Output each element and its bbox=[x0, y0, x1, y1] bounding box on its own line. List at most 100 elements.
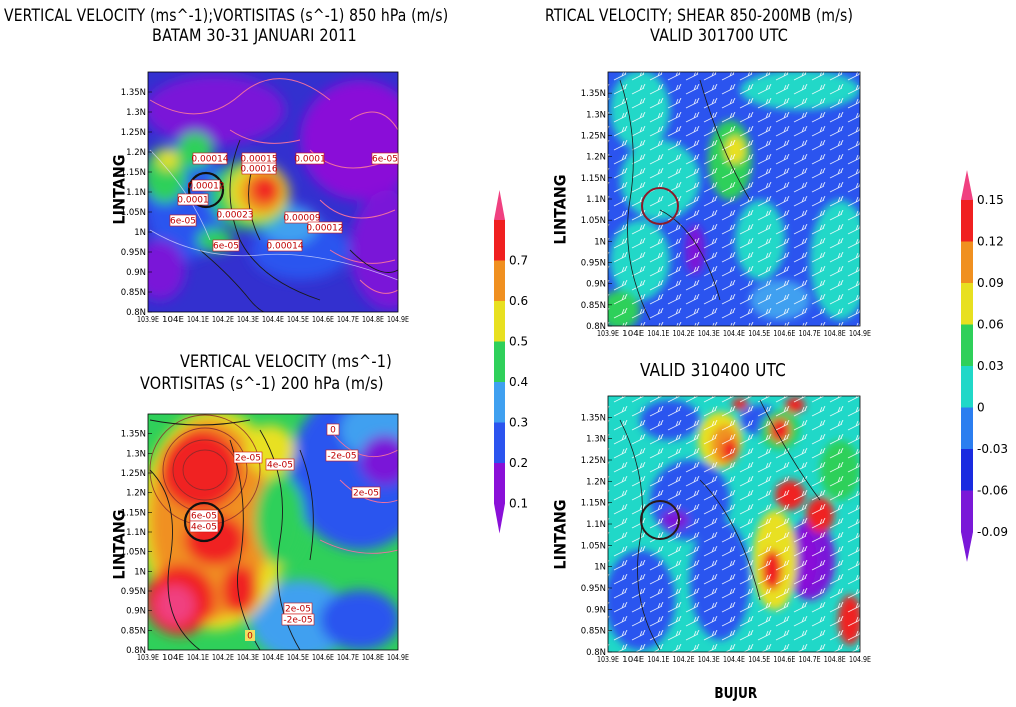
x-tick-label: 104E bbox=[622, 655, 644, 664]
x-tick-label: 103.9E bbox=[137, 315, 159, 324]
colorbar-top-arrow bbox=[494, 190, 505, 220]
y-tick-label: 1.15N bbox=[581, 499, 606, 509]
y-tick-label: 0.85N bbox=[581, 301, 606, 311]
y-tick-label: 1.1N bbox=[126, 528, 146, 538]
y-tick-label: 1.35N bbox=[581, 89, 606, 99]
y-tick-label: 0.8N bbox=[126, 308, 146, 318]
x-tick-label: 104.2E bbox=[673, 329, 695, 338]
tl-label: 0.0001 bbox=[294, 152, 326, 165]
y-tick-label: 0.85N bbox=[121, 626, 146, 636]
colorbar-segment bbox=[494, 301, 505, 342]
tl-label: 0.00016 bbox=[240, 162, 278, 175]
x-tick-label: 104E bbox=[162, 315, 184, 324]
tl-label: 6e-05 bbox=[212, 239, 240, 252]
y-tick-label: 0.9N bbox=[126, 268, 146, 278]
colorbar-tick-label: 0.15 bbox=[977, 193, 1004, 207]
bl-label: 0 bbox=[326, 423, 340, 436]
y-tick-label: 1.25N bbox=[121, 469, 146, 479]
x-tick-label: 104.5E bbox=[287, 653, 309, 662]
y-tick-label: 1.1N bbox=[126, 188, 146, 198]
x-tick-label: 104.1E bbox=[187, 653, 209, 662]
y-tick-label: 1.05N bbox=[121, 208, 146, 218]
colorbar-tick-label: 0.3 bbox=[509, 416, 528, 430]
y-tick-label: 1.2N bbox=[126, 148, 146, 158]
colorbar-tick-label: 0.2 bbox=[509, 456, 528, 470]
svg-text:0.00014: 0.00014 bbox=[266, 242, 303, 252]
y-tick-label: 1.3N bbox=[586, 110, 606, 120]
y-tick-label: 0.95N bbox=[121, 587, 146, 597]
bl-label: 2e-05 bbox=[283, 602, 313, 615]
colorbar-tick-label: 0.1 bbox=[509, 497, 528, 511]
x-tick-label: 104.2E bbox=[212, 315, 234, 324]
x-tick-label: 104E bbox=[162, 653, 184, 662]
colorbar-tick-label: 0.4 bbox=[509, 375, 528, 389]
y-tick-label: 1.35N bbox=[121, 430, 146, 440]
x-tick-label: 104.6E bbox=[312, 653, 334, 662]
colorbar-tick-label: 0.7 bbox=[509, 254, 528, 268]
svg-text:4e-05: 4e-05 bbox=[191, 523, 217, 533]
svg-text:-2e-05: -2e-05 bbox=[327, 452, 356, 462]
y-tick-label: 1.2N bbox=[126, 489, 146, 499]
y-tick-label: 1.05N bbox=[581, 541, 606, 551]
y-tick-label: 1.05N bbox=[121, 548, 146, 558]
y-tick-label: 1.25N bbox=[121, 128, 146, 138]
colorbar-segment bbox=[961, 241, 973, 283]
bl-label: -2e-05 bbox=[281, 613, 315, 626]
colorbar-segment bbox=[494, 382, 505, 423]
colorbar-tick-label: 0.06 bbox=[977, 318, 1004, 332]
y-tick-label: 0.85N bbox=[581, 627, 606, 637]
tr-title-line1: RTICAL VELOCITY; SHEAR 850-200MB (m/s) bbox=[545, 6, 854, 26]
x-tick-label: 104.8E bbox=[362, 315, 384, 324]
x-tick-label: 104.7E bbox=[337, 653, 359, 662]
bl-label: 2e-05 bbox=[233, 451, 263, 464]
y-tick-label: 0.95N bbox=[581, 584, 606, 594]
svg-text:0.00023: 0.00023 bbox=[216, 211, 253, 221]
y-tick-label: 0.9N bbox=[586, 280, 606, 290]
svg-text:2e-05: 2e-05 bbox=[235, 454, 261, 464]
x-tick-label: 104.5E bbox=[748, 329, 770, 338]
x-tick-label: 103.9E bbox=[137, 653, 159, 662]
colorbar-segment bbox=[961, 366, 973, 408]
y-tick-label: 0.9N bbox=[586, 605, 606, 615]
x-tick-label: 104.6E bbox=[312, 315, 334, 324]
br-y-ticks: 0.8N0.85N0.9N0.95N1N1.05N1.1N1.15N1.2N1.… bbox=[581, 413, 612, 658]
y-tick-label: 1.35N bbox=[121, 88, 146, 98]
x-tick-label: 104.8E bbox=[362, 653, 384, 662]
x-tick-label: 104.4E bbox=[262, 315, 284, 324]
br-study-circle bbox=[640, 500, 680, 540]
colorbar-tick-label: 0.03 bbox=[977, 359, 1004, 373]
y-tick-label: 0.95N bbox=[581, 259, 606, 269]
x-tick-label: 104.5E bbox=[748, 655, 770, 664]
y-tick-label: 1.15N bbox=[121, 168, 146, 178]
y-tick-label: 1.25N bbox=[581, 456, 606, 466]
y-tick-label: 1.2N bbox=[586, 153, 606, 163]
x-tick-label: 104.3E bbox=[698, 655, 720, 664]
colorbar-tick-label: -0.09 bbox=[977, 525, 1008, 539]
colorbar-segment bbox=[961, 200, 973, 242]
x-tick-label: 104.1E bbox=[647, 329, 669, 338]
x-tick-label: 104.8E bbox=[824, 655, 846, 664]
bl-label: 2e-05 bbox=[351, 486, 381, 499]
x-tick-label: 104.7E bbox=[337, 315, 359, 324]
br-xlabel: BUJUR bbox=[714, 684, 758, 702]
x-tick-label: 103.9E bbox=[597, 329, 619, 338]
colorbar-segment bbox=[494, 463, 505, 504]
svg-text:0.00012: 0.00012 bbox=[306, 224, 343, 234]
y-tick-label: 0.8N bbox=[586, 648, 606, 658]
x-tick-label: 104.8E bbox=[824, 329, 846, 338]
colorbar-tick-label: -0.03 bbox=[977, 442, 1008, 456]
svg-text:0.00012: 0.00012 bbox=[187, 182, 224, 192]
y-tick-label: 1.35N bbox=[581, 413, 606, 423]
colorbar-segment bbox=[494, 220, 505, 261]
x-tick-label: 104.6E bbox=[773, 329, 795, 338]
bl-contour-labels: 0 2e-05 4e-05 -2e-05 2e-05 6e-05 4e-05 2… bbox=[189, 423, 381, 642]
x-tick-label: 104.5E bbox=[287, 315, 309, 324]
bl-label: 4e-05 bbox=[265, 458, 295, 471]
x-tick-label: 104.1E bbox=[187, 315, 209, 324]
svg-text:0.0001: 0.0001 bbox=[177, 196, 209, 206]
colorbar-segment bbox=[494, 422, 505, 463]
br-plot bbox=[608, 396, 860, 652]
y-tick-label: 1N bbox=[594, 237, 606, 247]
